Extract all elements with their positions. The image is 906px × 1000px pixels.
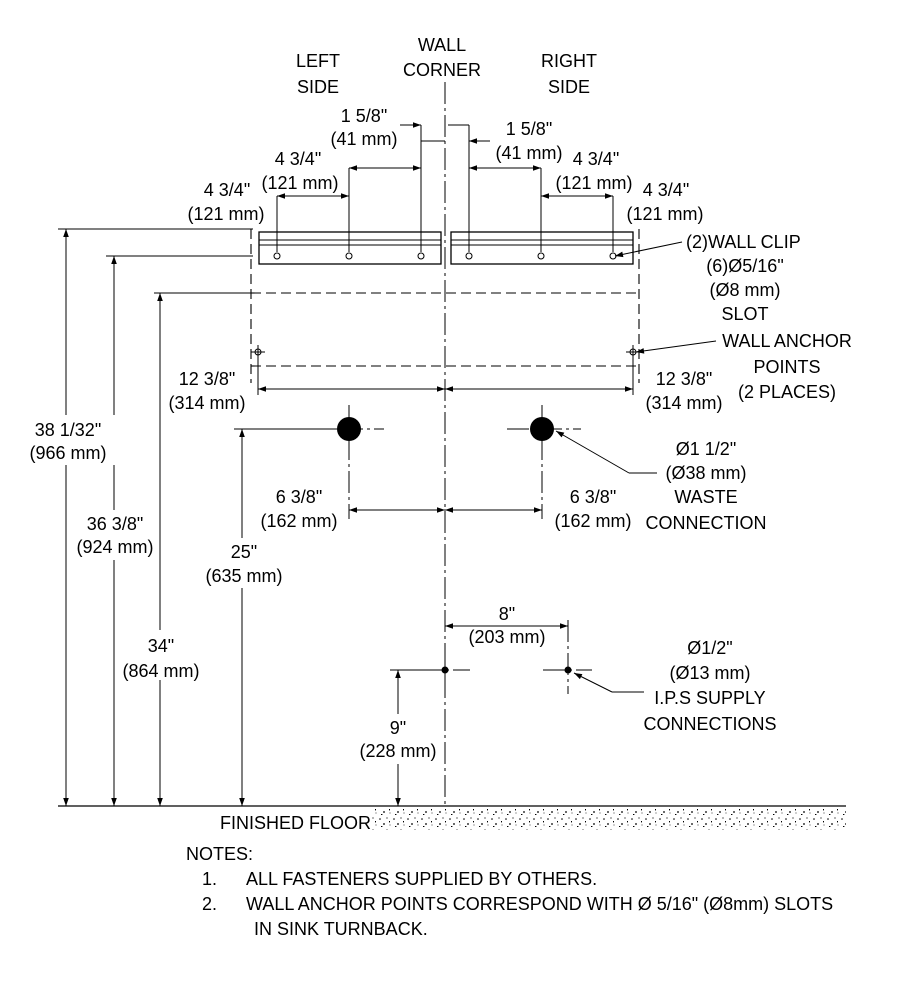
left-side-label-line1: LEFT: [296, 51, 340, 71]
wall-clip-right: [450, 231, 634, 265]
dim-4-3-4-right-lower-mm: (121 mm): [626, 204, 703, 224]
finished-floor: [58, 805, 846, 830]
wall-anchor-callout-line2: POINTS: [753, 357, 820, 377]
dim-12-3-8-left-mm: (314 mm): [168, 393, 245, 413]
notes-section: NOTES: 1. ALL FASTENERS SUPPLIED BY OTHE…: [186, 842, 876, 942]
dim-9-mm: (228 mm): [359, 741, 436, 761]
dim-4-3-4-left-lower-mm: (121 mm): [187, 204, 264, 224]
clip-slot: [273, 252, 281, 260]
supply-connection-right: [543, 620, 592, 694]
dim-4-3-4-right-lower-in: 4 3/4": [643, 180, 689, 200]
dim-1-5-8-left-in: 1 5/8": [341, 106, 387, 126]
left-side-label-line2: SIDE: [297, 77, 339, 97]
right-side-label-line2: SIDE: [548, 77, 590, 97]
dim-4-3-4-left-lower-in: 4 3/4": [204, 180, 250, 200]
wall-clip-left: [258, 231, 442, 265]
waste-callout-line4: CONNECTION: [646, 513, 767, 533]
note-text: WALL ANCHOR POINTS CORRESPOND WITH Ø 5/1…: [246, 894, 834, 914]
dim-6-3-8-left-mm: (162 mm): [260, 511, 337, 531]
waste-callout-line1: Ø1 1/2": [676, 439, 736, 459]
supply-callout-line3: I.P.S SUPPLY: [654, 688, 765, 708]
wall-anchor-leader: [635, 340, 717, 354]
dim-12-3-8-left-in: 12 3/8": [179, 369, 235, 389]
clip-slot: [417, 252, 425, 260]
supply-callout-line4: CONNECTIONS: [643, 714, 776, 734]
clip-slot: [465, 252, 473, 260]
wall-corner-label-line1: WALL: [418, 35, 466, 55]
wall-anchor-callout-line3: (2 PLACES): [738, 382, 836, 402]
dim-36-in: 36 3/8": [87, 514, 143, 534]
note-text-continued: IN SINK TURNBACK.: [254, 919, 428, 939]
wall-clip-leader: [614, 241, 683, 258]
dim-6-3-8-right-in: 6 3/8": [570, 487, 616, 507]
dim-8-mm: (203 mm): [468, 627, 545, 647]
dim-34-in: 34": [148, 636, 174, 656]
note-number: 2.: [202, 894, 218, 914]
dim-34-mm: (864 mm): [122, 661, 199, 681]
supply-callout-line1: Ø1/2": [687, 638, 732, 658]
note-number: 1.: [202, 869, 218, 889]
dim-12-3-8-right-in: 12 3/8": [656, 369, 712, 389]
clip-slot: [537, 252, 545, 260]
note-item: 1. ALL FASTENERS SUPPLIED BY OTHERS.: [186, 867, 876, 892]
sink-outline: [250, 229, 640, 383]
dim-38-mm: (966 mm): [29, 443, 106, 463]
note-item: 2. WALL ANCHOR POINTS CORRESPOND WITH Ø …: [186, 892, 876, 917]
supply-callout-line2: (Ø13 mm): [670, 663, 751, 683]
dim-1-5-8-right-mm: (41 mm): [496, 143, 563, 163]
clip-slot: [345, 252, 353, 260]
waste-leader-diag: [555, 430, 630, 474]
vertical-dimensions: [58, 228, 336, 806]
notes-heading: NOTES:: [186, 844, 254, 864]
dim-1-5-8-right-in: 1 5/8": [506, 119, 552, 139]
waste-callout-line2: (Ø38 mm): [666, 463, 747, 483]
wall-clip-callout-line4: SLOT: [721, 304, 768, 324]
dim-4-3-4-left-upper-in: 4 3/4": [275, 149, 321, 169]
waste-connection-right: [507, 405, 581, 519]
dim-36-mm: (924 mm): [76, 537, 153, 557]
dim-38-in: 38 1/32": [35, 420, 101, 440]
wall-anchor-callout-line1: WALL ANCHOR: [722, 331, 852, 351]
waste-callout-line3: WASTE: [674, 487, 737, 507]
side-labels: LEFT SIDE WALL CORNER RIGHT SIDE: [296, 35, 597, 97]
supply-leader-diag: [573, 672, 613, 693]
dim-8-in: 8": [499, 604, 515, 624]
dim-9-in: 9": [390, 718, 406, 738]
dim-12-3-8: [257, 359, 634, 395]
dim-4-3-4-right-upper-in: 4 3/4": [573, 149, 619, 169]
dim-12-3-8-right-mm: (314 mm): [645, 393, 722, 413]
wall-clip-callout-line3: (Ø8 mm): [710, 280, 781, 300]
dim-6-3-8-left-in: 6 3/8": [276, 487, 322, 507]
dim-25-in: 25": [231, 542, 257, 562]
wall-corner-label-line2: CORNER: [403, 60, 481, 80]
dim-4-3-4-right-upper-mm: (121 mm): [555, 173, 632, 193]
finished-floor-label: FINISHED FLOOR: [220, 813, 371, 833]
wall-clip-callout-line2: (6)Ø5/16": [706, 256, 783, 276]
dim-25-mm: (635 mm): [205, 566, 282, 586]
wall-clip-callout-line1: (2)WALL CLIP: [686, 232, 801, 252]
note-text: ALL FASTENERS SUPPLIED BY OTHERS.: [246, 869, 598, 889]
dim-1-5-8-left-mm: (41 mm): [331, 129, 398, 149]
dim-4-3-4-left-upper-mm: (121 mm): [261, 173, 338, 193]
top-dimensions: [276, 122, 614, 252]
right-side-label-line1: RIGHT: [541, 51, 597, 71]
dim-6-3-8-right-mm: (162 mm): [554, 511, 631, 531]
